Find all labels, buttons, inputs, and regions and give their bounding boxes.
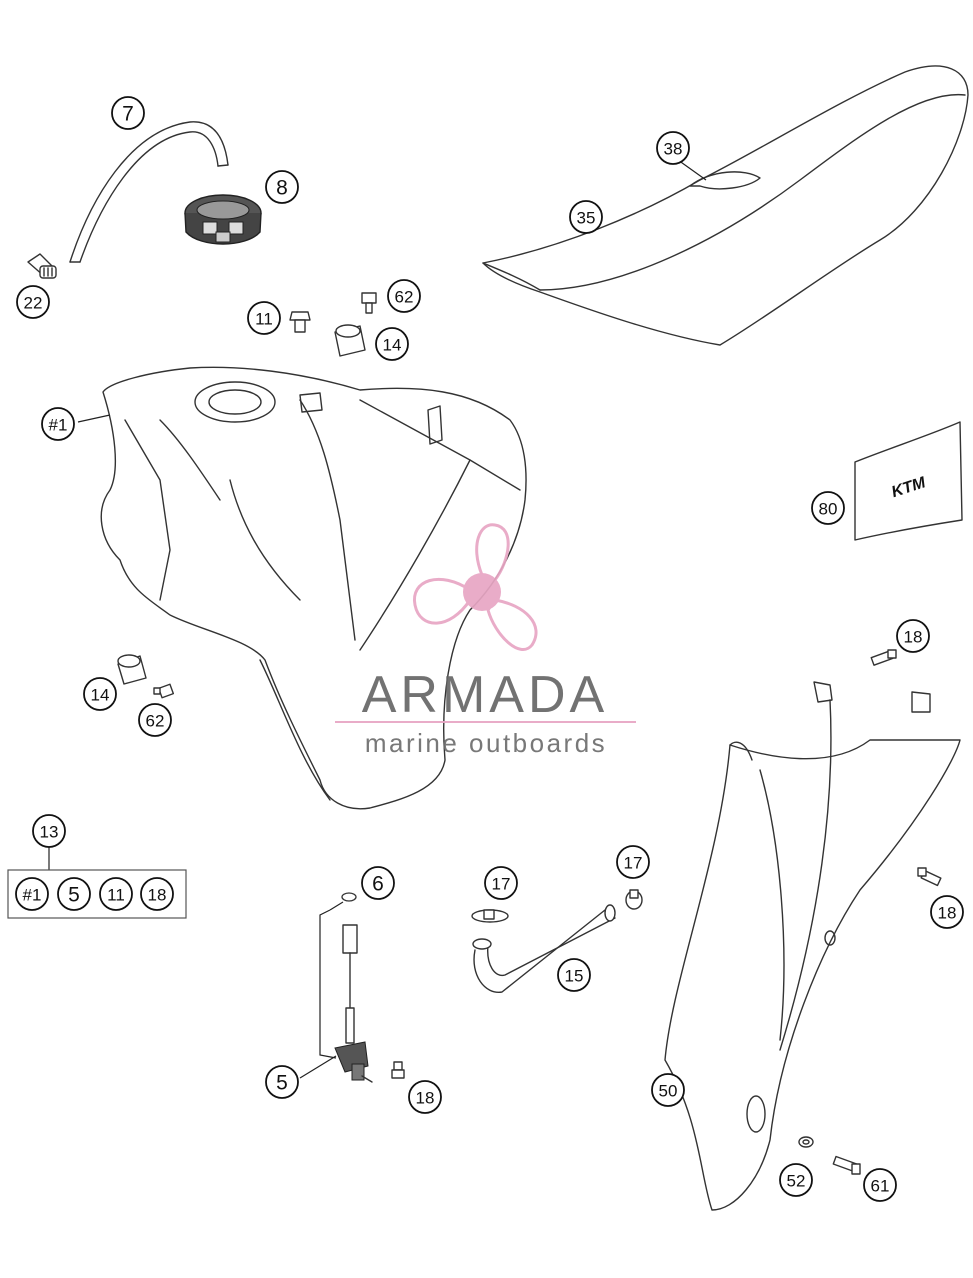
callout-61-label: 61 — [871, 1177, 890, 1196]
callout-35-label: 35 — [577, 209, 596, 228]
callout-11-top-label: 11 — [255, 310, 273, 329]
callout-13-label: 13 — [40, 823, 59, 842]
screw-18-top-right-part — [870, 649, 897, 666]
propeller-hub — [463, 573, 501, 611]
callout-13: 13 — [32, 814, 66, 848]
callout-38-label: 38 — [664, 140, 683, 159]
fuel-tap-part — [319, 892, 373, 1083]
callout-80-label: 80 — [819, 500, 838, 519]
callout-17-b: 17 — [616, 845, 650, 879]
callout-17-a: 17 — [484, 866, 518, 900]
callout-18-right-top-label: 18 — [904, 628, 923, 647]
callout-8-label: 8 — [276, 177, 288, 200]
callout-15-label: 15 — [565, 967, 584, 986]
callout-14-top: 14 — [375, 327, 409, 361]
hose-clamp-a-part — [471, 909, 509, 923]
kit-item-1-label: #1 — [23, 886, 42, 905]
bushing-14-lower-part — [117, 654, 147, 685]
screw-11-part — [289, 311, 311, 333]
callout-14-low: 14 — [83, 677, 117, 711]
callout-11-top: 11 — [247, 301, 281, 335]
callout-50-label: 50 — [659, 1082, 678, 1101]
decal-80-part: KTM — [854, 421, 963, 541]
fuel-cap-part — [184, 194, 262, 245]
watermark-brand: ARMADA — [362, 666, 608, 724]
fuel-hose-part — [472, 904, 616, 993]
callout-18-right-mid-label: 18 — [938, 904, 957, 923]
callout-52-label: 52 — [787, 1172, 806, 1191]
armada-watermark: ARMADA marine outboards — [335, 523, 636, 758]
callout-tank-label: #1 — [49, 416, 68, 435]
callout-18-right-mid: 18 — [930, 895, 964, 929]
kit-item-1: #1 — [15, 877, 49, 911]
callout-5: 5 — [265, 1065, 299, 1099]
kit-item-2-label: 5 — [68, 884, 80, 907]
callout-62-low: 62 — [138, 703, 172, 737]
kit-item-3-label: 11 — [107, 886, 125, 905]
callout-17-b-label: 17 — [624, 854, 643, 873]
callout-6: 6 — [361, 866, 395, 900]
screw-62-lower-part — [153, 683, 175, 699]
callout-14-low-label: 14 — [91, 686, 110, 705]
fuel-tank-part — [100, 366, 527, 810]
hose-clamp-b-part — [625, 889, 643, 910]
callout-80: 80 — [811, 491, 845, 525]
kit-item-3: 11 — [99, 877, 133, 911]
screw-62-part — [361, 292, 377, 314]
callout-tank: #1 — [41, 407, 75, 441]
seat-part — [482, 65, 969, 346]
callout-6-label: 6 — [372, 873, 384, 896]
washer-52-part — [798, 1136, 814, 1148]
callout-18-bottom-label: 18 — [416, 1089, 435, 1108]
kit-13-box — [7, 847, 187, 919]
callout-18-bottom: 18 — [408, 1080, 442, 1114]
side-cover-part — [664, 681, 961, 1211]
callout-61: 61 — [863, 1168, 897, 1202]
kit-item-4-label: 18 — [148, 886, 167, 905]
leader-lines — [77, 159, 707, 1079]
callout-62-top-label: 62 — [395, 288, 414, 307]
callout-52: 52 — [779, 1163, 813, 1197]
propeller-logo — [413, 523, 538, 651]
callout-62-low-label: 62 — [146, 712, 165, 731]
decal-logo: KTM — [890, 474, 929, 501]
callout-22-label: 22 — [24, 294, 43, 313]
screw-18-mid-right-part — [917, 867, 942, 887]
kit-item-2: 5 — [57, 877, 91, 911]
callout-7: 7 — [111, 96, 145, 130]
callout-18-right-top: 18 — [896, 619, 930, 653]
callout-62-top: 62 — [387, 279, 421, 313]
screw-61-part — [832, 1155, 861, 1175]
bushing-14-part — [334, 324, 366, 357]
breather-hose-part — [69, 121, 229, 263]
callout-5-label: 5 — [276, 1072, 288, 1095]
callout-14-top-label: 14 — [383, 336, 402, 355]
callout-8: 8 — [265, 170, 299, 204]
callout-38: 38 — [656, 131, 690, 165]
callout-22: 22 — [16, 285, 50, 319]
callout-50: 50 — [651, 1073, 685, 1107]
callout-35: 35 — [569, 200, 603, 234]
callout-17-a-label: 17 — [492, 875, 511, 894]
kit-item-4: 18 — [140, 877, 174, 911]
callout-15: 15 — [557, 958, 591, 992]
hose-elbow-part — [27, 253, 57, 279]
screw-18-bottom-part — [391, 1061, 405, 1079]
callout-7-label: 7 — [122, 103, 134, 126]
watermark-tagline: marine outboards — [365, 728, 607, 758]
